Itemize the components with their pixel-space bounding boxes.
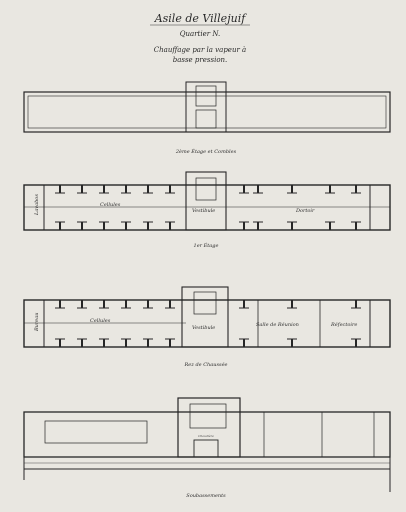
plan-ground-floor [23, 286, 391, 348]
floor-label-basement: Soubassements [186, 493, 226, 499]
floor-label-first: 1er Étage [194, 241, 219, 249]
drawing-subtitle: Quartier N. [180, 30, 220, 38]
room-label-chaudiere: Chaudière [198, 434, 214, 438]
room-label-bureau: Bureau [34, 313, 40, 332]
ground-floor-partitions [55, 300, 361, 347]
room-label-cells-0: Cellules [90, 318, 111, 324]
room-label-lavabos: Lavabos [34, 194, 40, 216]
heating-note-line2: basse pression. [173, 56, 228, 64]
floor-label-second: 2ème Étage et Combles [175, 147, 237, 155]
room-label-vestibule-1: Vestibule [192, 208, 215, 214]
drawing-title: Asile de Villejuif [154, 12, 248, 25]
plan-basement [23, 397, 391, 492]
room-label-refectoire: Réfectoire [330, 321, 357, 328]
floor-label-ground: Rez de Chaussée [184, 361, 228, 368]
room-label-vestibule-0: Vestibule [192, 325, 215, 331]
room-label-cells-1: Cellules [100, 202, 121, 208]
heating-note-line1: Chauffage par la vapeur à [154, 46, 246, 54]
first-floor-partitions [55, 185, 361, 230]
plan-first-floor [23, 171, 391, 231]
room-label-dortoir: Dortoir [295, 208, 315, 214]
room-label-reunion: Salle de Réunion [256, 321, 299, 328]
plan-second-floor [23, 81, 391, 133]
